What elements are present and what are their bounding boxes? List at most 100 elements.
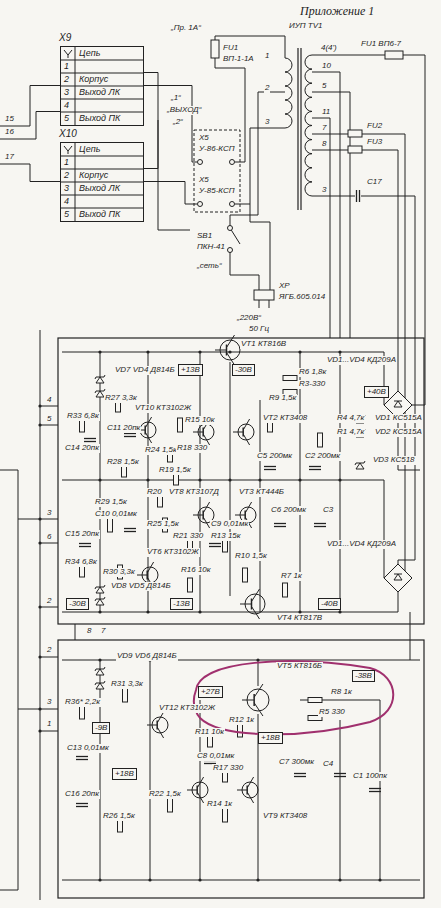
- part-label: 10: [321, 62, 332, 71]
- wire-number: 2: [46, 646, 52, 655]
- transistor-lead: [197, 777, 203, 788]
- capacitor-symbol: [334, 774, 346, 777]
- capacitor-plate: [314, 526, 326, 527]
- part-label: R12 1к: [228, 716, 255, 725]
- wire: [312, 196, 355, 197]
- part-label: VT4 КТ817В: [276, 614, 323, 623]
- diode-body: [96, 377, 104, 383]
- part-label: VD9 VD6 Д814Б: [116, 652, 178, 661]
- junction-dot: [198, 350, 201, 353]
- table-rule: [61, 99, 143, 100]
- wire: [100, 660, 101, 880]
- part-label: „220В“: [236, 314, 262, 323]
- pin-cell: 1: [64, 156, 69, 169]
- diode-body: [96, 391, 104, 397]
- capacitor-symbol: [76, 757, 88, 760]
- part-label: „ВЫХОД“: [166, 106, 202, 115]
- transformer-winding: [305, 55, 312, 196]
- junction-dot: [256, 658, 259, 661]
- capacitor-plate: [124, 528, 136, 529]
- contact-terminal: [230, 202, 235, 207]
- junction-dot: [256, 878, 259, 881]
- table-rule: [61, 60, 143, 61]
- board-frame: [58, 640, 424, 898]
- transformer-core: [297, 48, 298, 210]
- wire: [142, 182, 197, 205]
- transistor-lead: [243, 434, 249, 445]
- part-label: 11: [321, 108, 331, 117]
- resistor-symbol: [188, 578, 193, 592]
- capacitor-plate: [334, 776, 346, 777]
- part-label: VD7 VD4 Д814Б: [114, 366, 176, 375]
- pin-cell: Цепь: [79, 143, 100, 156]
- resistor-symbol: [80, 705, 85, 719]
- part-label: ЯГБ.605.014: [278, 293, 326, 302]
- junction-dot: [98, 878, 101, 881]
- connector-pin-table: X10Цепь12Корпус3Выход ЛК45Выход ПК: [60, 142, 144, 222]
- pin-cell: Корпус: [79, 169, 108, 182]
- table-rule: [61, 112, 143, 113]
- capacitor-plate: [76, 759, 88, 760]
- transistor-lead: [203, 502, 209, 513]
- junction-dot: [338, 478, 341, 481]
- junction-dot: [146, 350, 149, 353]
- part-label: R18 330: [176, 444, 208, 453]
- part-label: VD1 КС515А: [374, 414, 423, 423]
- transistor-lead: [252, 589, 260, 602]
- wire: [158, 120, 190, 230]
- junction-dot: [338, 610, 341, 613]
- capacitor-plate: [274, 523, 286, 524]
- wire: [312, 118, 330, 338]
- diode-bridge-symbol: [384, 564, 412, 592]
- board-frame: [58, 338, 424, 624]
- voltage-label: +18В: [115, 769, 134, 778]
- junction-dot: [38, 404, 41, 407]
- connector-name: X10: [59, 128, 77, 140]
- capacitor-plate: [79, 546, 91, 547]
- part-label: R25 1,5к: [146, 520, 180, 529]
- part-label: 5: [321, 82, 327, 91]
- connector-symbol: [64, 146, 72, 154]
- junction-dot: [198, 878, 201, 881]
- capacitor-symbol: [294, 774, 306, 777]
- part-label: 8: [321, 140, 327, 149]
- wire: [40, 709, 58, 710]
- wire: [300, 700, 380, 880]
- wire: [258, 660, 259, 686]
- voltage-box: -40В: [318, 598, 341, 610]
- transistor-lead: [242, 700, 254, 701]
- capacitor-plate: [264, 466, 276, 467]
- part-label: VD1...VD4 КД209А: [326, 540, 397, 549]
- part-label: R10 1,5к: [234, 552, 268, 561]
- transistor-symbol: [187, 777, 208, 803]
- pin-cell: 2: [64, 169, 69, 182]
- part-label: R3-330: [298, 380, 326, 389]
- part-label: C4: [322, 760, 334, 769]
- wire: [75, 624, 76, 640]
- part-label: „2“: [172, 118, 184, 127]
- capacitor-plate: [294, 776, 306, 777]
- transistor-lead: [254, 684, 263, 697]
- diode-bar: [95, 681, 105, 685]
- transistor-symbol: [215, 335, 240, 365]
- connector-name: X9: [59, 32, 71, 44]
- capacitor-plate: [356, 190, 357, 202]
- part-label: R8 1к: [330, 688, 353, 697]
- part-label: R13 15к: [210, 532, 242, 541]
- wire: [312, 134, 348, 135]
- part-label: 17: [4, 153, 15, 162]
- wire: [0, 470, 18, 890]
- contact-terminal: [198, 202, 203, 207]
- capacitor-plate: [79, 543, 91, 544]
- junction-dot: [228, 350, 231, 353]
- wire-number: 3: [46, 698, 52, 707]
- part-label: 1: [264, 52, 270, 61]
- wire: [40, 406, 58, 407]
- capacitor-symbol: [274, 524, 286, 527]
- part-label: VD1...VD4 КД209А: [326, 356, 397, 365]
- junction-dot: [338, 878, 341, 881]
- transistor-symbol: [237, 777, 258, 803]
- wire-number: 6: [46, 533, 52, 542]
- wire-number: 4: [46, 396, 52, 405]
- wire: [250, 204, 270, 290]
